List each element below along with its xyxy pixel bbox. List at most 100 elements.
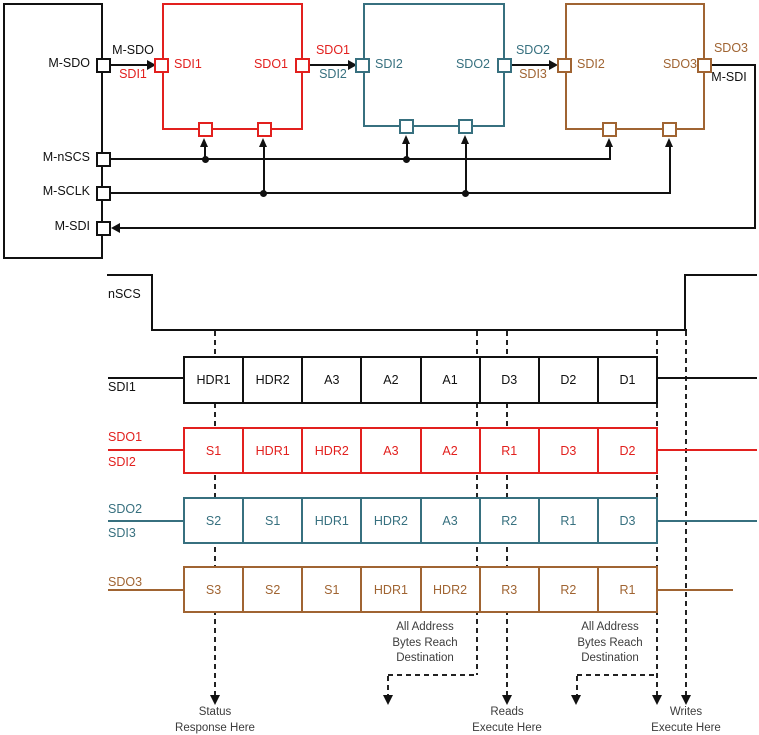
row4-byte-boxes: S3 S2 S1 HDR1 HDR2 R3 R2 R1 bbox=[183, 566, 658, 613]
byte-cell: A1 bbox=[419, 356, 481, 404]
byte-cell: R3 bbox=[478, 566, 540, 613]
byte-cell: R2 bbox=[537, 566, 599, 613]
arrow-right-icon bbox=[348, 60, 357, 70]
byte-cell: HDR2 bbox=[360, 497, 422, 544]
byte-cell: S1 bbox=[183, 427, 245, 474]
byte-cell: HDR1 bbox=[301, 497, 363, 544]
byte-cell: S1 bbox=[242, 497, 304, 544]
device1-input-pin-label: SDI1 bbox=[174, 57, 202, 71]
row1-byte-boxes: HDR1 HDR2 A3 A2 A1 D3 D2 D1 bbox=[183, 356, 658, 404]
byte-cell: R1 bbox=[537, 497, 599, 544]
annotation-line: All Address bbox=[396, 621, 454, 633]
wire-sdo2-line bbox=[512, 64, 550, 66]
master-pin-msdo bbox=[96, 58, 111, 73]
device1-box bbox=[162, 3, 303, 130]
byte-cell: HDR1 bbox=[242, 427, 304, 474]
junction-dot bbox=[202, 156, 209, 163]
byte-cell: HDR1 bbox=[183, 356, 245, 404]
device2-pin-sdi bbox=[355, 58, 370, 73]
wire-nscs-stub1 bbox=[204, 147, 206, 159]
row2-trail-line bbox=[656, 449, 757, 451]
byte-cell: S1 bbox=[301, 566, 363, 613]
row3-trail-line bbox=[656, 520, 757, 522]
byte-cell: D3 bbox=[596, 497, 658, 544]
byte-cell: HDR1 bbox=[360, 566, 422, 613]
device2-pin-nscs bbox=[399, 119, 414, 134]
device3-input-pin-label: SDI2 bbox=[577, 57, 605, 71]
byte-cell: R1 bbox=[478, 427, 540, 474]
device1-pin-nscs bbox=[198, 122, 213, 137]
byte-cell: D1 bbox=[596, 356, 658, 404]
device1-pin-sclk bbox=[257, 122, 272, 137]
device3-pin-sclk bbox=[662, 122, 677, 137]
annotation-addr-dest-2: All Address Bytes Reach Destination bbox=[542, 620, 678, 667]
byte-cell: R2 bbox=[478, 497, 540, 544]
wire-msdo-label-above: M-SDO bbox=[112, 43, 154, 57]
wire-sclk-stub3 bbox=[669, 147, 671, 193]
byte-cell: A3 bbox=[419, 497, 481, 544]
device1-pin-sdo bbox=[295, 58, 310, 73]
annotation-line: Status bbox=[198, 706, 232, 718]
wire-sdo3-label-above: SDO3 bbox=[713, 41, 749, 55]
dashed-guide-writes bbox=[685, 331, 687, 696]
wire-msdo-line bbox=[111, 64, 147, 66]
byte-cell: S2 bbox=[183, 497, 245, 544]
arrow-down-icon bbox=[210, 695, 220, 705]
byte-cell: HDR2 bbox=[419, 566, 481, 613]
master-pin-label-mnscs: M-nSCS bbox=[42, 150, 90, 164]
annotation-line: Reads bbox=[490, 706, 524, 718]
byte-cell: R1 bbox=[596, 566, 658, 613]
wire-sdo1-label-below: SDI2 bbox=[319, 67, 347, 81]
byte-cell: A3 bbox=[360, 427, 422, 474]
arrow-left-icon bbox=[111, 223, 120, 233]
byte-cell: D2 bbox=[537, 356, 599, 404]
row3-lead-line bbox=[108, 520, 185, 522]
arrow-down-icon bbox=[383, 695, 393, 705]
device2-pin-sclk bbox=[458, 119, 473, 134]
arrow-up-icon bbox=[461, 135, 469, 144]
junction-dot bbox=[403, 156, 410, 163]
byte-cell: S2 bbox=[242, 566, 304, 613]
annotation-line: All Address bbox=[581, 621, 639, 633]
device2-output-pin-label: SDO2 bbox=[455, 57, 490, 71]
device1-pin-sdi bbox=[154, 58, 169, 73]
byte-cell: HDR2 bbox=[301, 427, 363, 474]
arrow-up-icon bbox=[402, 135, 410, 144]
byte-cell: A3 bbox=[301, 356, 363, 404]
arrow-up-icon bbox=[200, 138, 208, 147]
row3-label-top: SDO2 bbox=[108, 502, 143, 516]
wire-msdo-label-below: SDI1 bbox=[119, 67, 147, 81]
wire-sdo1-label-above: SDO1 bbox=[315, 43, 351, 57]
arrow-down-icon bbox=[502, 695, 512, 705]
nscs-falling-edge bbox=[151, 274, 153, 331]
annotation-status: Status Response Here bbox=[150, 705, 280, 735]
row2-lead-line bbox=[108, 449, 185, 451]
annotation-line: Execute Here bbox=[651, 721, 721, 734]
wire-nscs-line bbox=[110, 158, 611, 160]
device1-output-pin-label: SDO1 bbox=[253, 57, 288, 71]
row4-lead-line bbox=[108, 589, 185, 591]
annotation-line: Response Here bbox=[175, 721, 255, 734]
device3-output-pin-label: SDO3 bbox=[662, 57, 697, 71]
nscs-signal-label: nSCS bbox=[108, 287, 141, 301]
nscs-high-left bbox=[107, 274, 153, 276]
arrow-up-icon bbox=[665, 138, 673, 147]
annotation-addr-dest-1: All Address Bytes Reach Destination bbox=[357, 620, 493, 667]
byte-cell: HDR2 bbox=[242, 356, 304, 404]
row4-label: SDO3 bbox=[108, 575, 143, 589]
wire-msdi-line bbox=[119, 227, 756, 229]
wire-sclk-stub2 bbox=[465, 144, 467, 192]
master-pin-msdi bbox=[96, 221, 111, 236]
dashed-elbow-addr2 bbox=[577, 674, 658, 676]
master-device-box bbox=[3, 3, 103, 259]
wire-nscs-stub3 bbox=[609, 147, 611, 160]
arrow-right-icon bbox=[147, 60, 156, 70]
annotation-line: Execute Here bbox=[472, 721, 542, 734]
annotation-line: Destination bbox=[396, 652, 454, 664]
wire-sdo1-line bbox=[310, 64, 348, 66]
row1-label: SDI1 bbox=[108, 380, 136, 394]
byte-cell: D3 bbox=[478, 356, 540, 404]
master-pin-mnscs bbox=[96, 152, 111, 167]
nscs-high-right bbox=[684, 274, 757, 276]
